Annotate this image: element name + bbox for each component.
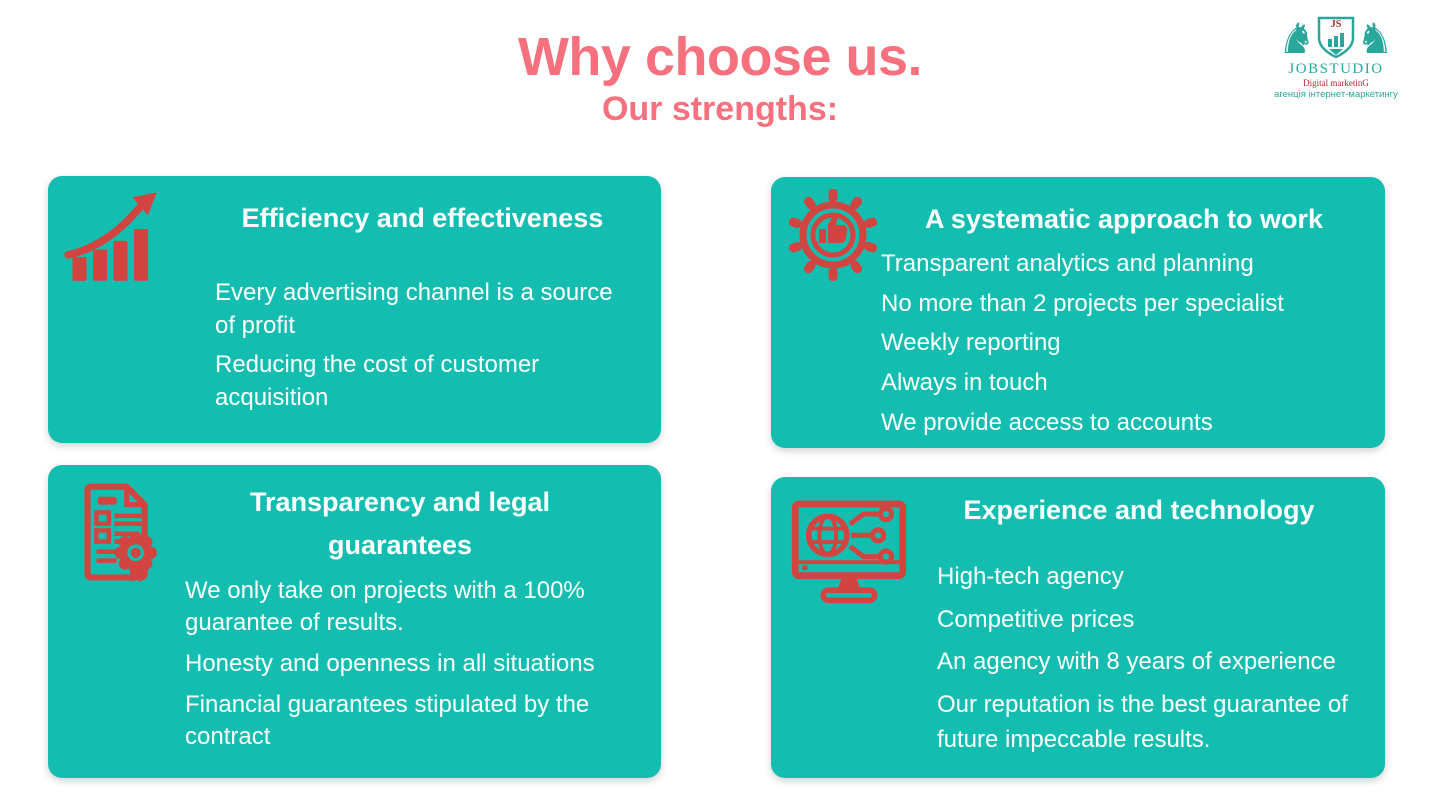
shield-icon: JS: [1317, 16, 1355, 59]
card-systematic-approach: A systematic approach to work Transparen…: [771, 177, 1385, 448]
card-item: Competitive prices: [937, 605, 1135, 633]
growth-bar-chart-icon: [64, 192, 157, 281]
card-item: Weekly reporting: [881, 329, 1061, 357]
card-item: High-tech agency: [937, 562, 1124, 590]
card-title: Experience and technology: [963, 495, 1315, 525]
card-item-list: High-tech agency Competitive prices An a…: [937, 560, 1397, 758]
card-item: Financial guarantees stipulated by the c…: [185, 691, 590, 750]
card-item: Reducing the cost of customer acquisitio…: [215, 350, 540, 412]
card-item: An agency with 8 years of experience: [937, 648, 1336, 676]
certificate-document-icon: [84, 483, 157, 584]
card-item-list: Transparent analytics and planning No mo…: [881, 250, 1373, 438]
card-item: We provide access to accounts: [881, 408, 1213, 436]
logo-tagline: Digital marketinG: [1303, 78, 1369, 89]
card-item: We only take on projects with a 100% gua…: [185, 577, 585, 637]
card-title: Efficiency and effectiveness: [241, 203, 604, 233]
card-experience: Experience and technology High-tech agen…: [771, 477, 1385, 778]
company-logo: ♞ JS ♞ JOBSTUDIO Digital marketinG агенц…: [1272, 12, 1400, 101]
card-efficiency: Efficiency and effectiveness Every adver…: [48, 176, 661, 443]
horse-right-icon: ♞: [1356, 14, 1394, 63]
card-item: Transparent analytics and planning: [881, 249, 1254, 277]
horse-left-icon: ♞: [1278, 14, 1316, 63]
gear-thumbs-up-icon: [788, 189, 878, 281]
logo-tagline-ua: агенція інтернет-маркетингу: [1274, 88, 1398, 100]
card-item: No more than 2 projects per specialist: [881, 289, 1284, 317]
card-title: A systematic approach to work: [924, 204, 1324, 234]
logo-name: JOBSTUDIO: [1288, 61, 1384, 77]
card-title: Transparency and legal guarantees: [249, 487, 551, 561]
card-item-list: We only take on projects with a 100% gua…: [185, 575, 610, 753]
card-item: Always in touch: [881, 369, 1048, 397]
logo-crest: ♞ JS ♞: [1272, 12, 1400, 63]
card-item: Our reputation is the best guarantee of …: [937, 691, 1348, 753]
card-item: Honesty and openness in all situations: [185, 650, 595, 678]
logo-monogram: JS: [1331, 19, 1342, 30]
card-item-list: Every advertising channel is a source of…: [215, 276, 615, 414]
card-transparency: Transparency and legal guarantees We onl…: [48, 465, 661, 778]
page-title: Why choose us.: [517, 27, 923, 87]
header: Why choose us. Our strengths:: [0, 0, 1440, 129]
card-item: Every advertising channel is a source of…: [215, 278, 613, 339]
page-subtitle: Our strengths:: [601, 90, 839, 128]
monitor-globe-network-icon: [791, 500, 907, 604]
